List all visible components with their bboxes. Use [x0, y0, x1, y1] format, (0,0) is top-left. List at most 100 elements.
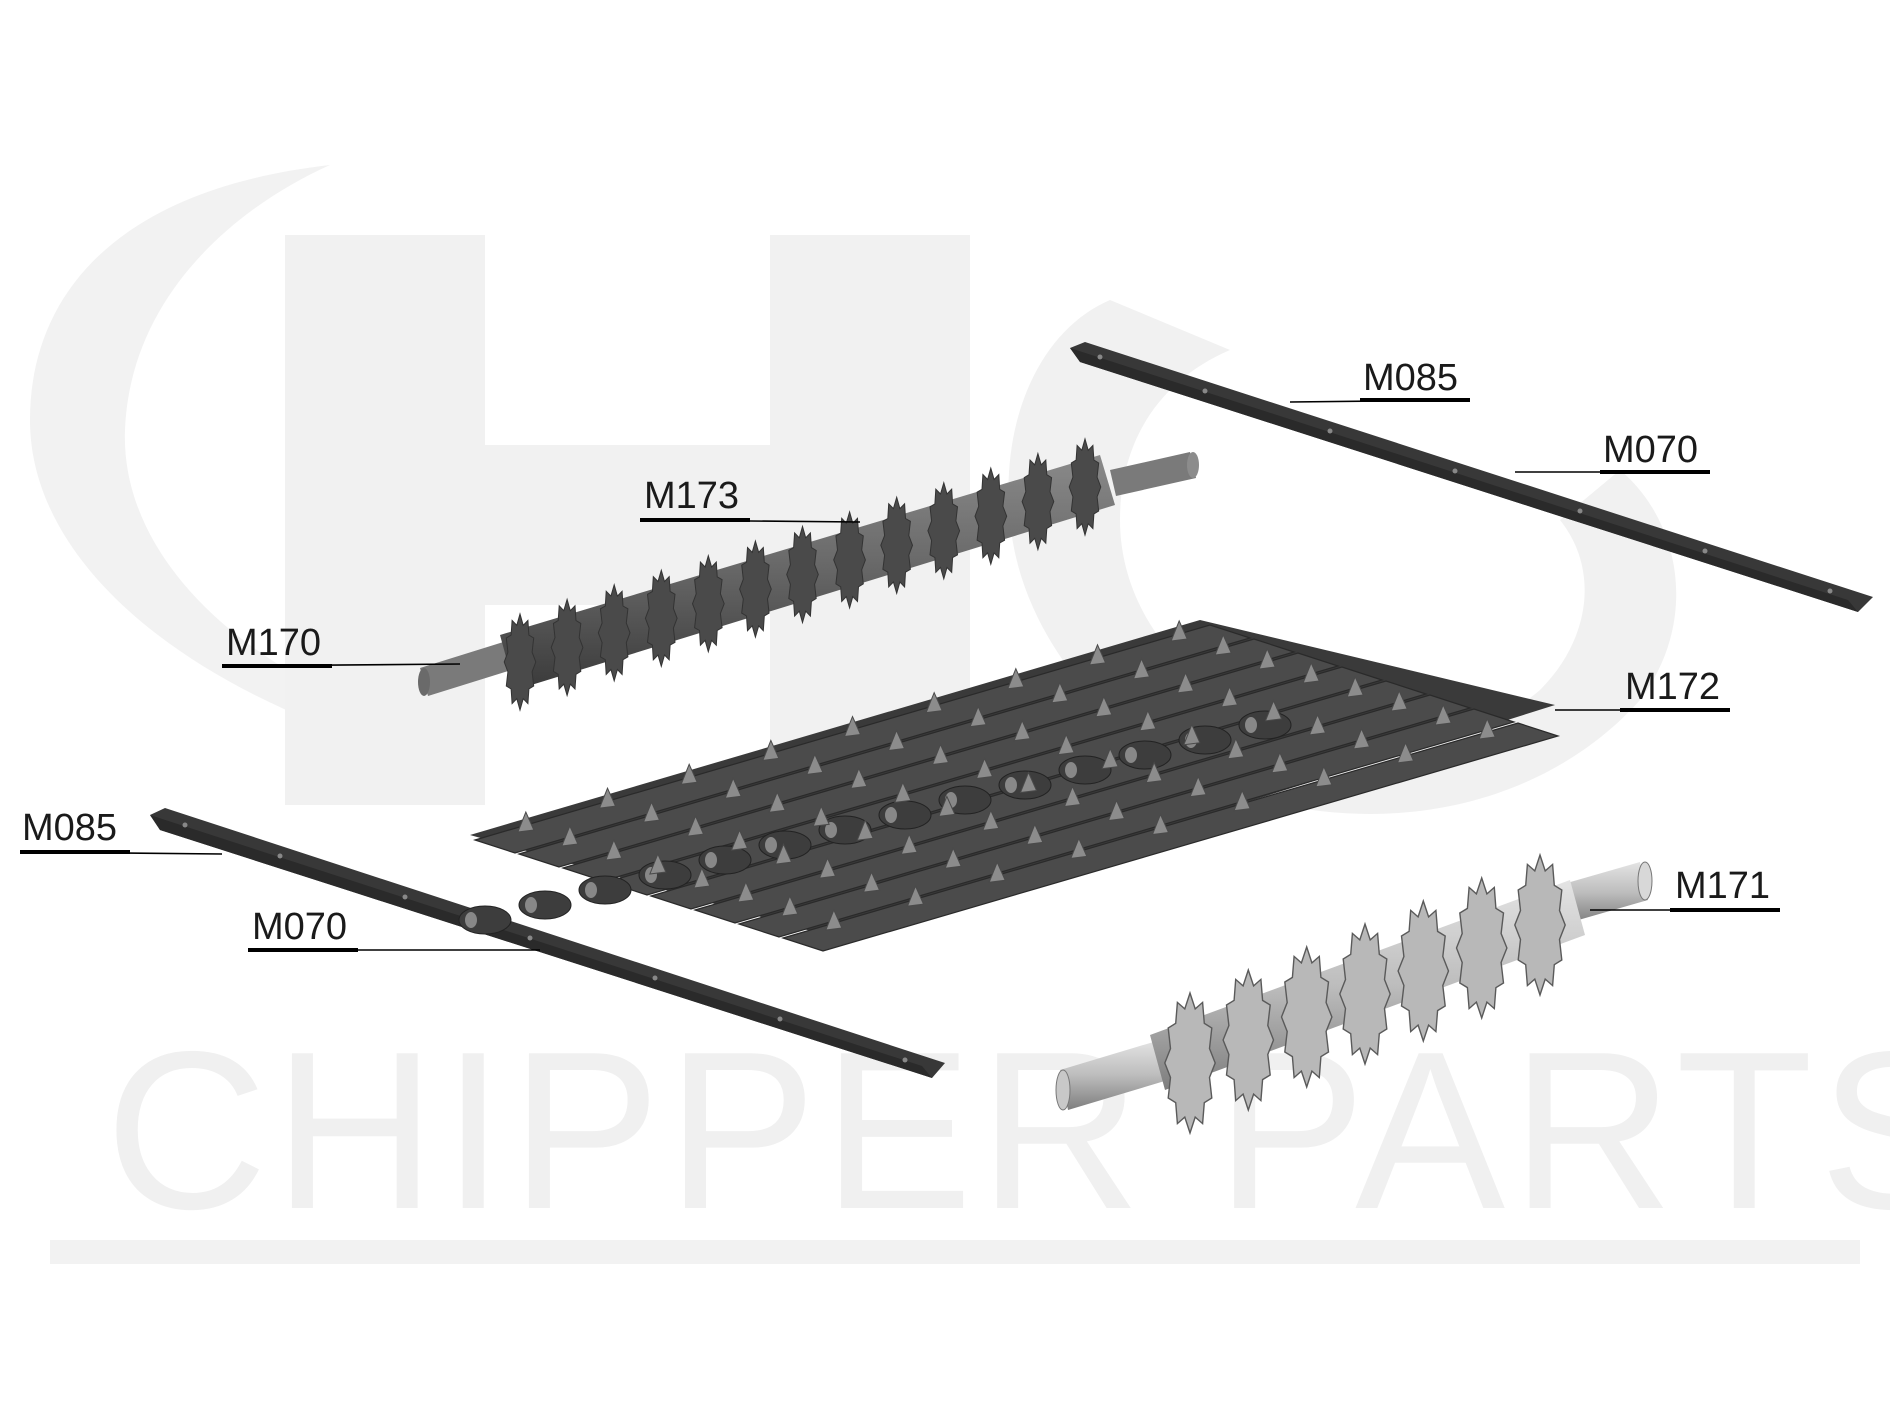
upper-sprocket	[739, 539, 772, 639]
mat-tooth	[1013, 719, 1031, 742]
upper-sprocket	[927, 481, 961, 581]
mat-tooth	[969, 705, 987, 728]
mat-tooth	[1139, 709, 1157, 732]
mat-tooth	[856, 818, 874, 841]
mat-chain-roller-hub	[1005, 777, 1017, 793]
mat-tooth	[730, 828, 749, 851]
mat-chain-roller-hub	[1125, 747, 1137, 763]
mat-tooth	[812, 804, 830, 827]
mat-tooth	[806, 753, 824, 775]
lower-sprocket	[1164, 990, 1216, 1136]
mat-tooth	[850, 767, 868, 789]
callout-m173: M173	[639, 475, 861, 523]
mat-tooth	[894, 781, 912, 803]
mat-tooth	[1302, 661, 1320, 684]
mat-slat	[692, 694, 1473, 924]
upper-sprocket	[880, 495, 914, 596]
mat-tooth	[1070, 837, 1088, 859]
upper-roller-shaft	[418, 437, 1199, 712]
mat-tooth	[1101, 747, 1119, 770]
label-m171: M171	[1675, 865, 1770, 907]
upper-sprocket	[786, 524, 819, 625]
lower-roller-shaft	[1055, 852, 1653, 1136]
mat-tooth	[925, 691, 943, 714]
mat-tooth	[1051, 681, 1069, 704]
lower-sprocket	[1514, 852, 1566, 998]
mat-tooth	[931, 743, 950, 766]
mat-tooth	[737, 880, 755, 903]
callout-m171: M171	[1590, 865, 1780, 912]
mat-tooth	[887, 729, 906, 752]
mat-tooth	[1220, 685, 1239, 708]
watermark-swoosh	[30, 165, 430, 760]
mat-tooth	[1019, 771, 1038, 794]
label-m070-top: M070	[1603, 429, 1698, 471]
upper-sprocket	[833, 510, 866, 610]
upper-sprocket	[503, 612, 537, 712]
callout-m070-top: M070	[1515, 429, 1710, 474]
watermark-underline	[50, 1240, 1860, 1264]
label-m070-left: M070	[252, 906, 347, 948]
lower-sprocket	[1222, 967, 1275, 1113]
label-m085-left: M085	[22, 807, 117, 849]
mat-tooth	[1063, 785, 1082, 808]
watermark-brand: CHIPPER PARTS	[105, 1004, 1890, 1256]
mat-tooth	[1396, 741, 1415, 764]
left-knife-bar	[150, 808, 945, 1078]
mat-tooth	[982, 809, 1000, 831]
lower-sprocket	[1397, 898, 1450, 1044]
upper-sprocket	[691, 553, 725, 654]
mat-chain-roller-hub	[705, 852, 717, 868]
mat-tooth	[686, 814, 705, 837]
mat-tooth	[1057, 733, 1075, 756]
callout-m085-left: M085	[19, 807, 223, 855]
upper-sprocket	[597, 582, 631, 683]
mat-tooth	[1095, 695, 1113, 718]
mat-tooth	[1183, 723, 1201, 746]
mat-tooth	[1151, 813, 1170, 836]
mat-tooth	[561, 824, 579, 847]
mat-tooth	[862, 870, 881, 893]
mat-tooth	[975, 757, 994, 780]
mat-chain-roller-hub	[1065, 762, 1077, 778]
mat-tooth	[762, 739, 780, 761]
mat-tooth	[774, 842, 793, 865]
mat-chain-roller-hub	[825, 822, 837, 838]
mat-tooth	[825, 908, 843, 931]
mat-slat	[780, 722, 1561, 952]
mat-slat	[736, 708, 1517, 938]
mat-tooth	[1346, 675, 1364, 698]
mat-tooth	[1478, 717, 1496, 740]
mat-tooth	[1308, 713, 1327, 736]
callout-m170: M170	[221, 622, 461, 668]
mat-tooth	[1107, 799, 1126, 822]
mat-tooth	[1088, 643, 1107, 666]
mat-tooth	[818, 856, 837, 879]
mat-chain-roller-hub	[1245, 717, 1257, 733]
mat-tooth	[680, 762, 698, 785]
mat-tooth	[1145, 761, 1163, 784]
mat-chain-roller-hub	[885, 807, 897, 823]
mat-slat	[560, 652, 1341, 882]
mat-tooth	[649, 852, 667, 875]
mat-tooth	[1170, 619, 1188, 642]
lower-sprocket	[1455, 875, 1508, 1021]
mat-tooth	[1176, 671, 1195, 694]
callout-m085-top: M085	[1289, 357, 1471, 403]
lower-sprocket	[1339, 921, 1391, 1067]
top-knife-bar	[1070, 342, 1873, 612]
mat-tooth	[1227, 737, 1245, 760]
mat-chain-roller-hub	[465, 912, 477, 928]
mat-tooth	[1390, 689, 1408, 712]
mat-tooth	[944, 846, 962, 869]
label-m173: M173	[644, 475, 739, 517]
mat-tooth	[1258, 647, 1276, 670]
callouts: M085 M070 M173 M170 M172	[19, 357, 1780, 952]
mat-chain-roller-hub	[525, 897, 537, 913]
callout-m070-left: M070	[248, 906, 540, 952]
mat-tooth	[1434, 703, 1452, 726]
mat-tooth	[1352, 727, 1371, 750]
upper-sprocket	[644, 568, 678, 669]
mat-tooth	[1026, 823, 1044, 845]
